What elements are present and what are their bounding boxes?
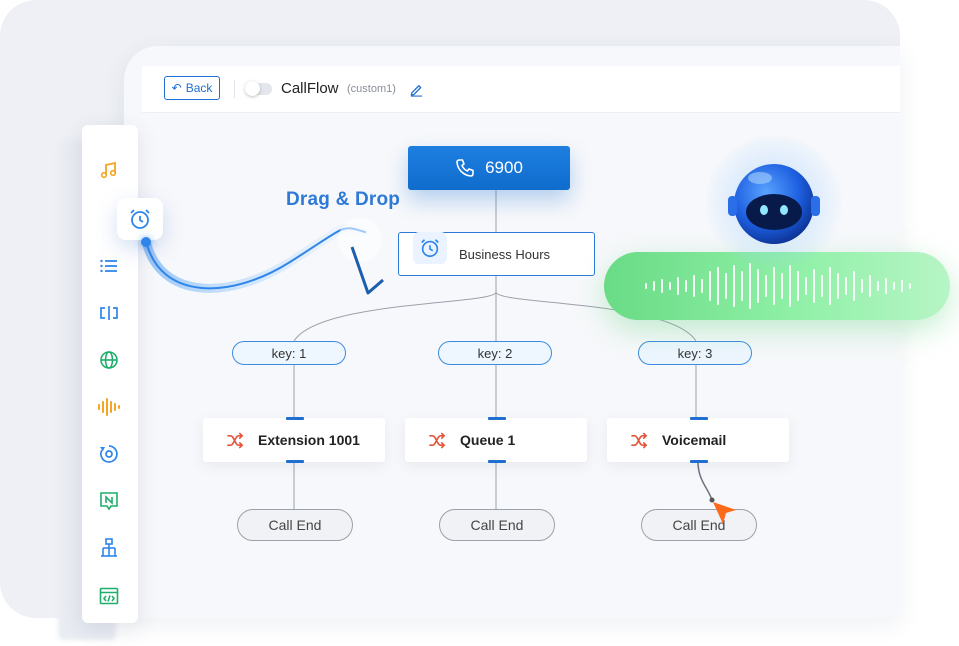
back-label: Back (185, 81, 213, 95)
connector-port (286, 460, 304, 463)
toggle-knob (245, 81, 260, 96)
condition-node-label: Business Hours (459, 247, 551, 262)
music-note-icon[interactable] (96, 157, 122, 183)
connector-port (488, 460, 506, 463)
hierarchy-icon[interactable] (96, 535, 122, 561)
action-node-label: Extension 1001 (258, 432, 360, 448)
n-badge-icon[interactable] (96, 488, 122, 514)
alarm-clock-icon (413, 232, 447, 264)
start-node[interactable]: 6900 (408, 146, 570, 190)
cursor-pointer-icon (709, 497, 736, 524)
ai-robot-icon[interactable] (722, 152, 826, 252)
shuffle-icon (429, 432, 446, 449)
start-node-label: 6900 (485, 158, 523, 177)
flow-title: CallFlow (281, 80, 339, 97)
target-icon[interactable] (96, 441, 122, 467)
shuffle-icon (631, 432, 648, 449)
drag-origin-dot (141, 237, 151, 247)
drag-drop-label: Drag & Drop (286, 189, 401, 210)
call-end-node[interactable]: Call End (641, 509, 757, 541)
shuffle-icon (227, 432, 244, 449)
voice-waveform-icon (645, 263, 911, 309)
branch-key-pill[interactable]: key: 3 (638, 341, 752, 365)
flow-subtitle: (custom1) (347, 83, 396, 95)
audio-wave-icon[interactable] (96, 394, 122, 420)
call-end-node[interactable]: Call End (237, 509, 353, 541)
flow-enable-toggle[interactable] (245, 81, 272, 96)
branch-key-pill[interactable]: key: 2 (438, 341, 552, 365)
pencil-edit-icon[interactable] (409, 82, 424, 97)
list-icon[interactable] (96, 253, 122, 279)
action-node[interactable]: Voicemail (607, 417, 789, 463)
alarm-clock-icon (130, 209, 150, 229)
connector-port (286, 417, 304, 420)
phone-icon (456, 159, 474, 177)
condition-node[interactable]: Business Hours (398, 232, 595, 276)
toolbar-divider (234, 80, 235, 98)
connector-port (690, 460, 708, 463)
action-node-label: Queue 1 (460, 432, 516, 448)
back-button[interactable]: ↶ Back (164, 76, 220, 100)
dragged-node-tile[interactable] (117, 198, 163, 240)
call-end-node[interactable]: Call End (439, 509, 555, 541)
code-window-icon[interactable] (96, 583, 122, 609)
connector-port (690, 417, 708, 420)
ivr-input-icon[interactable] (96, 300, 122, 326)
action-node[interactable]: Extension 1001 (203, 417, 385, 463)
action-node[interactable]: Queue 1 (405, 417, 587, 463)
action-node-label: Voicemail (662, 432, 727, 448)
branch-key-pill[interactable]: key: 1 (232, 341, 346, 365)
undo-arrow-icon: ↶ (171, 81, 182, 95)
globe-icon[interactable] (96, 347, 122, 373)
connector-port (488, 417, 506, 420)
